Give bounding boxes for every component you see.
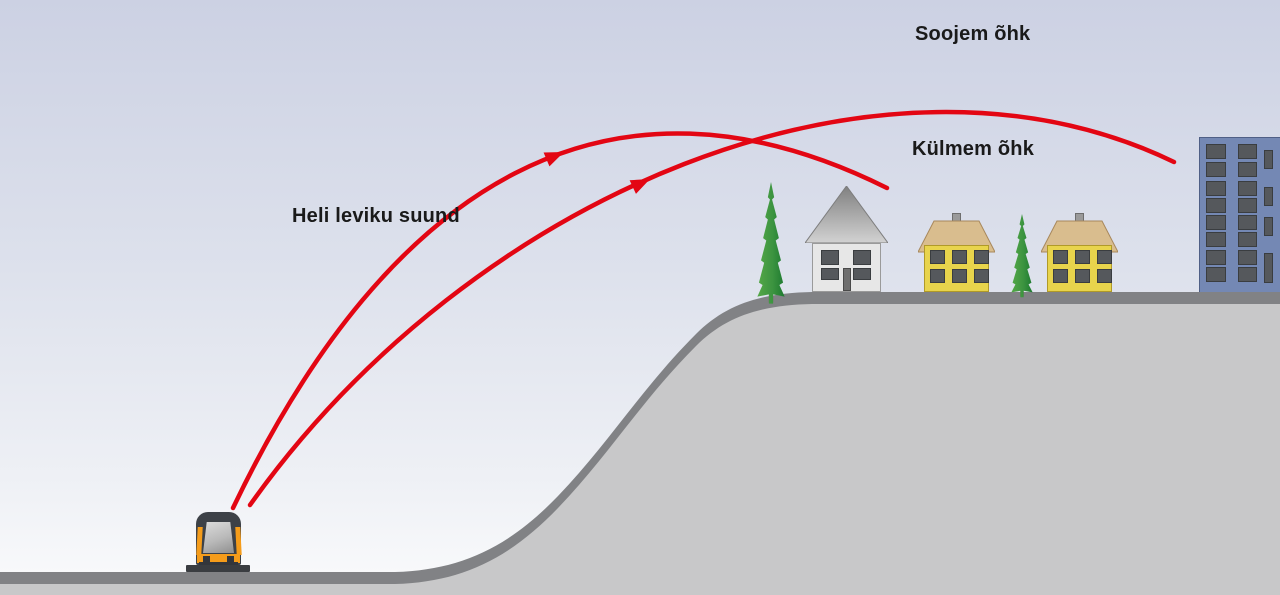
- tram-track-base: [186, 565, 250, 572]
- arrowhead-icon: [629, 179, 650, 194]
- window: [1238, 215, 1257, 230]
- window: [1053, 250, 1068, 264]
- tree-small: [1011, 214, 1033, 298]
- window: [1206, 215, 1226, 230]
- tree-tall: [757, 182, 785, 304]
- window: [1238, 144, 1257, 159]
- tram-side-panel: [234, 527, 242, 555]
- window: [1206, 198, 1226, 213]
- tram-side-panel: [195, 527, 203, 555]
- window: [1097, 269, 1112, 283]
- yellow-house-wall: [924, 245, 989, 292]
- sound-path-arc-short: [230, 131, 890, 511]
- label-colder-air: Külmem õhk: [912, 138, 1035, 160]
- window: [1206, 250, 1226, 265]
- stairwell-window: [1264, 253, 1273, 283]
- gray-house: [805, 186, 888, 292]
- window: [930, 269, 945, 283]
- stairwell-window: [1264, 187, 1273, 206]
- window: [1053, 269, 1068, 283]
- gray-house-wall: [812, 243, 881, 292]
- window: [853, 250, 871, 265]
- stairwell-window: [1264, 150, 1273, 169]
- window: [974, 269, 989, 283]
- arrowhead-icon: [543, 152, 564, 167]
- tram-windshield: [203, 522, 234, 553]
- yellow-house-1: [918, 213, 995, 292]
- window: [853, 268, 871, 280]
- window: [1238, 267, 1257, 282]
- window: [930, 250, 945, 264]
- window: [1238, 198, 1257, 213]
- window: [1238, 181, 1257, 196]
- tram-headlight: [203, 555, 210, 562]
- door: [843, 268, 851, 291]
- tram-front-band: [197, 554, 240, 563]
- window: [821, 268, 839, 280]
- tram: [195, 512, 242, 565]
- yellow-house-2: [1041, 213, 1118, 292]
- window: [1238, 162, 1257, 177]
- window: [952, 269, 967, 283]
- window: [1206, 181, 1226, 196]
- window: [821, 250, 839, 265]
- window: [1206, 232, 1226, 247]
- window: [1206, 162, 1226, 177]
- window: [1075, 269, 1090, 283]
- window: [974, 250, 989, 264]
- gray-house-roof: [805, 186, 888, 243]
- window: [1238, 232, 1257, 247]
- window: [1238, 250, 1257, 265]
- window: [952, 250, 967, 264]
- sound-path-arc-long: [247, 109, 1177, 508]
- yellow-house-wall: [1047, 245, 1112, 292]
- apartment-building: [1199, 137, 1280, 292]
- stairwell-window: [1264, 217, 1273, 236]
- label-warmer-air: Soojem õhk: [915, 23, 1031, 45]
- window: [1206, 144, 1226, 159]
- window: [1075, 250, 1090, 264]
- tram-headlight: [227, 555, 234, 562]
- label-sound-direction: Heli leviku suund: [292, 205, 460, 227]
- window: [1097, 250, 1112, 264]
- hill-ground: [0, 292, 1280, 595]
- tram-bumper: [199, 562, 238, 565]
- window: [1206, 267, 1226, 282]
